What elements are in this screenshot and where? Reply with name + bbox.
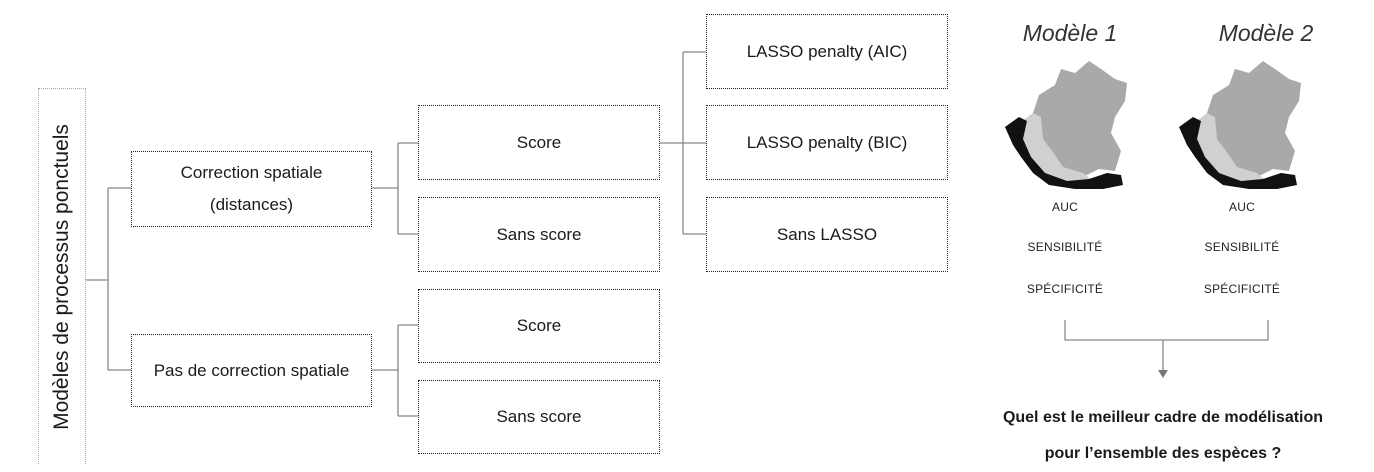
node-sans-lasso: Sans LASSO [706, 197, 948, 272]
node-lasso-aic-label: LASSO penalty (AIC) [746, 41, 908, 61]
node-sans-score-b-label: Sans score [496, 407, 582, 426]
node-correction-spatiale: Correction spatiale (distances) [131, 151, 372, 227]
model-1-specificite: SPÉCIFICITÉ [1026, 282, 1104, 296]
node-lasso-aic: LASSO penalty (AIC) [706, 14, 948, 89]
node-lasso-bic: LASSO penalty (BIC) [706, 105, 948, 180]
node-score-b-label: Score [516, 316, 562, 335]
question-text: Quel est le meilleur cadre de modélisati… [953, 400, 1373, 472]
node-score-a-label: Score [516, 132, 562, 152]
model-1-auc: AUC [1052, 200, 1078, 214]
model-2-title: Modèle 2 [1218, 20, 1314, 46]
model-1-title: Modèle 1 [1022, 20, 1118, 46]
node-score-a: Score [418, 105, 660, 180]
node-sans-score-b: Sans score [418, 380, 660, 454]
node-sans-score-a: Sans score [418, 197, 660, 272]
node-pas-de-correction: Pas de correction spatiale [131, 334, 372, 407]
model-2-sensibilite: SENSIBILITÉ [1204, 240, 1280, 254]
node-sans-score-a-label: Sans score [496, 224, 582, 244]
node-score-b: Score [418, 289, 660, 363]
node-sans-lasso-label: Sans LASSO [776, 224, 878, 244]
model-2-specificite: SPÉCIFICITÉ [1203, 282, 1281, 296]
model-2-auc: AUC [1229, 200, 1255, 214]
question-line-1: Quel est le meilleur cadre de modélisati… [1002, 409, 1324, 426]
root-node: Modèles de processus ponctuels [38, 88, 86, 464]
france-map-2-icon [1179, 61, 1301, 189]
france-map-1-icon [1005, 61, 1127, 189]
node-correction-spatiale-label: Correction spatiale (distances) [180, 163, 323, 214]
question-line-2: pour l’ensemble des espèces ? [1044, 445, 1282, 462]
model-1-sensibilite: SENSIBILITÉ [1027, 240, 1103, 254]
node-pas-de-correction-label: Pas de correction spatiale [153, 360, 350, 380]
root-label: Modèles de processus ponctuels [50, 123, 73, 430]
node-lasso-bic-label: LASSO penalty (BIC) [746, 132, 908, 152]
